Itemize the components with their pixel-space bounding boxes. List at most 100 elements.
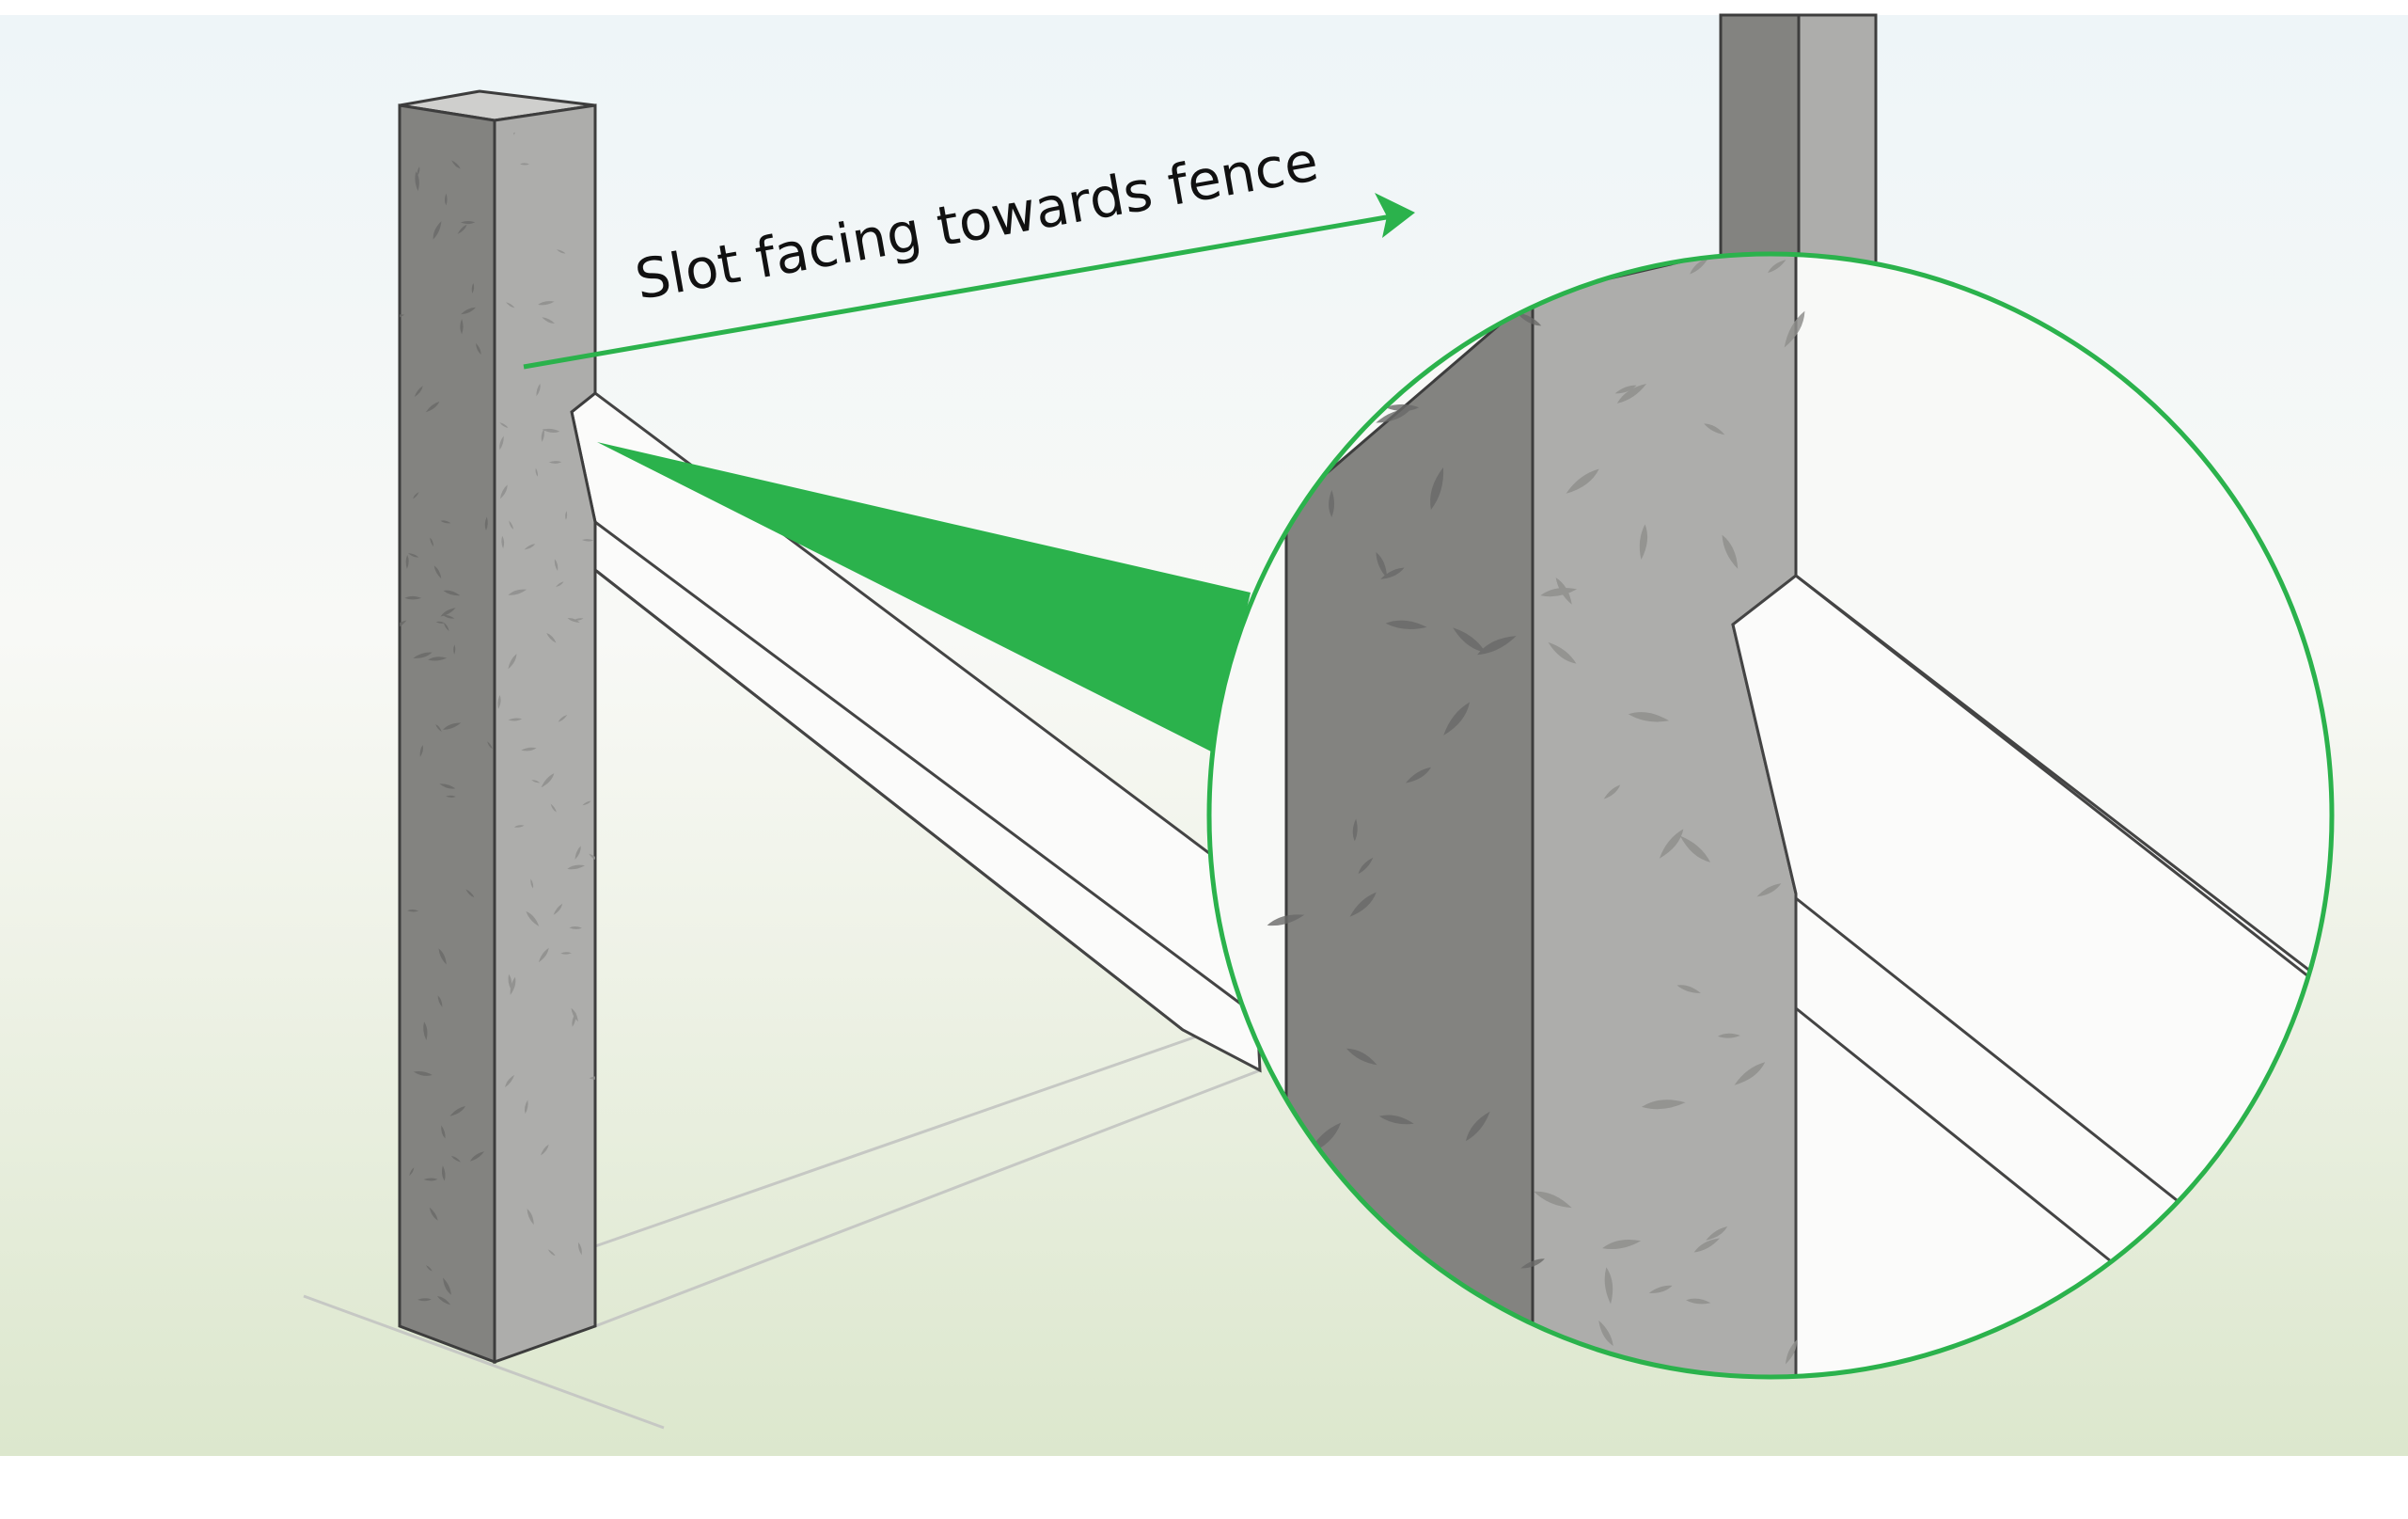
concrete-speckle: [436, 1295, 451, 1305]
concrete-speckle: [450, 1156, 462, 1163]
concrete-speckle: [547, 1249, 556, 1257]
concrete-speckle: [546, 632, 557, 643]
concrete-speckle: [426, 1265, 433, 1272]
concrete-speckle: [535, 467, 538, 477]
concrete-speckle: [1639, 524, 1648, 561]
concrete-speckle: [1430, 467, 1444, 510]
concrete-speckle: [556, 249, 566, 254]
concrete-speckle: [407, 910, 419, 912]
post-light-face: [493, 103, 597, 1365]
concrete-speckle: [582, 800, 591, 806]
concrete-speckle: [526, 910, 540, 926]
concrete-speckle: [417, 166, 420, 177]
concrete-speckle: [465, 889, 475, 898]
concrete-speckle: [554, 559, 559, 571]
concrete-speckle: [1784, 310, 1805, 348]
concrete-speckle: [441, 1125, 446, 1139]
concrete-speckle: [1453, 627, 1486, 653]
post-dark-face: [398, 103, 496, 1365]
concrete-speckle: [540, 1144, 549, 1156]
concrete-speckle: [419, 745, 424, 757]
concrete-speckle: [556, 581, 564, 588]
concrete-speckle: [1566, 468, 1599, 494]
concrete-speckle: [1352, 818, 1358, 842]
concrete-speckle: [567, 864, 586, 870]
concrete-speckle: [569, 926, 583, 929]
concrete-speckle: [443, 722, 462, 730]
concrete-speckle: [404, 595, 422, 600]
concrete-speckle: [1616, 383, 1647, 403]
zoom-magnifier: [1206, 251, 2335, 1380]
zoom-circle-outline: [1206, 251, 2335, 1380]
concrete-speckle: [1548, 641, 1577, 664]
concrete-speckle: [538, 947, 549, 963]
concrete-speckle: [1641, 1100, 1686, 1110]
concrete-speckle: [469, 1151, 485, 1162]
concrete-speckle: [1704, 423, 1725, 435]
concrete-speckle: [1676, 985, 1701, 993]
concrete-speckle: [538, 301, 555, 306]
concrete-speckle: [1376, 408, 1412, 423]
concrete-speckle: [1598, 1320, 1613, 1346]
concrete-speckle: [484, 516, 488, 531]
concrete-speckle: [405, 554, 409, 569]
ground-lines: [303, 1016, 1261, 1430]
concrete-speckle: [542, 428, 560, 433]
concrete-speckle: [428, 657, 448, 661]
concrete-speckle: [1443, 702, 1471, 736]
concrete-speckle: [443, 590, 461, 596]
concrete-speckle: [460, 220, 476, 225]
zoom-pointer-wedge: [597, 442, 1251, 752]
concrete-speckle: [409, 1167, 415, 1177]
concrete-speckle: [1628, 712, 1670, 722]
concrete-speckle: [541, 428, 544, 442]
concrete-speckle: [1686, 1298, 1711, 1305]
concrete-speckle: [1614, 385, 1637, 394]
concrete-speckle: [1690, 257, 1709, 275]
concrete-speckle: [439, 783, 456, 789]
concrete-speckle: [435, 621, 445, 624]
concrete-speckle: [1659, 829, 1684, 859]
concrete-speckle: [1648, 1285, 1673, 1293]
concrete-speckle: [558, 715, 568, 722]
concrete-speckle: [1378, 1115, 1414, 1125]
concrete-speckle: [508, 973, 512, 990]
concrete-speckle: [1534, 1191, 1572, 1209]
concrete-speckle: [527, 1209, 534, 1226]
concrete-speckle: [1380, 567, 1405, 579]
concrete-speckle: [589, 1075, 595, 1081]
concrete-speckle: [433, 565, 442, 579]
concrete-speckle: [443, 614, 455, 619]
concrete-post-left: [398, 89, 597, 1365]
concrete-speckle: [510, 976, 516, 995]
concrete-speckle: [429, 1207, 438, 1221]
concrete-speckle: [1376, 551, 1388, 578]
concrete-speckle: [425, 401, 440, 413]
concrete-speckle: [531, 780, 541, 783]
concrete-speckle: [413, 652, 433, 658]
concrete-speckle: [438, 948, 447, 965]
concrete-speckle: [524, 544, 536, 550]
concrete-speckle: [1768, 260, 1786, 274]
concrete-speckle: [560, 952, 573, 955]
concrete-speckle: [508, 589, 527, 595]
concrete-speckle: [536, 383, 541, 397]
concrete-speckle: [542, 317, 555, 324]
arrowhead-icon: [1375, 193, 1415, 238]
concrete-speckle: [1756, 883, 1782, 897]
concrete-speckle: [550, 803, 557, 813]
concrete-speckle: [1679, 835, 1711, 862]
concrete-speckle: [565, 511, 568, 520]
concrete-speckle: [487, 741, 493, 750]
concrete-speckle: [435, 724, 442, 733]
concrete-speckle: [1706, 1226, 1728, 1241]
concrete-speckle: [460, 319, 464, 335]
concrete-speckle: [423, 1021, 428, 1040]
concrete-speckle: [437, 995, 443, 1007]
concrete-speckle: [413, 492, 419, 499]
concrete-speckle: [1346, 1048, 1377, 1066]
concrete-speckle: [1602, 1239, 1642, 1250]
concrete-speckle: [476, 342, 481, 356]
concrete-speckle: [457, 224, 467, 234]
